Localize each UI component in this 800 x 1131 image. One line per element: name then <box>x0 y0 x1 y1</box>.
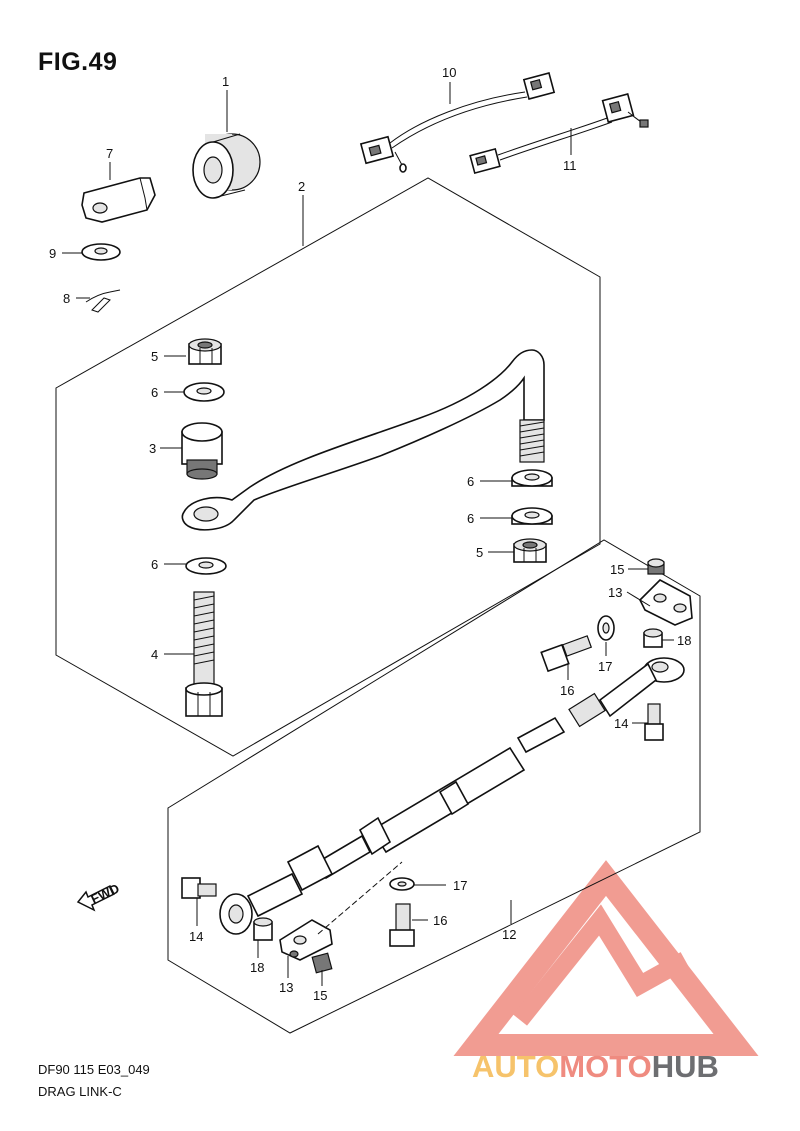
callout-10: 10 <box>442 65 456 80</box>
bushing-part <box>192 133 261 199</box>
watermark-text-hub: HUB <box>651 1049 719 1084</box>
bolt-16b-part <box>389 903 415 947</box>
callout-6d: 6 <box>151 557 158 572</box>
callout-9: 9 <box>49 246 56 261</box>
fwd-label: FWD <box>88 881 121 907</box>
callout-17a: 17 <box>598 659 612 674</box>
washer-6c-part <box>511 507 553 525</box>
callout-15b: 15 <box>313 988 327 1003</box>
callout-14a: 14 <box>614 716 628 731</box>
callout-16b: 16 <box>433 913 447 928</box>
callout-16a: 16 <box>560 683 574 698</box>
callout-11: 11 <box>563 158 577 173</box>
harness-10-part <box>359 71 556 173</box>
callout-6b: 6 <box>467 474 474 489</box>
nut-15b-part <box>311 952 333 974</box>
callout-12: 12 <box>502 927 516 942</box>
watermark-logo <box>453 860 759 1056</box>
washer-17a-part <box>597 615 615 641</box>
group-2-panel <box>55 177 601 757</box>
washer-17b-part <box>389 877 415 891</box>
drag-link-rod-part <box>181 349 545 531</box>
washer-6a-part <box>183 382 225 402</box>
washer-6b-part <box>511 469 553 487</box>
callout-14b: 14 <box>189 929 203 944</box>
bracket-part <box>81 177 156 223</box>
watermark-text-auto: AUTO <box>472 1049 560 1084</box>
callout-13b: 13 <box>279 980 293 995</box>
nut-5b-part <box>513 538 547 563</box>
collar-part <box>181 422 223 480</box>
callout-7: 7 <box>106 146 113 161</box>
callout-5b: 5 <box>476 545 483 560</box>
callout-17b: 17 <box>453 878 467 893</box>
figure-name: DRAG LINK-C <box>38 1084 122 1099</box>
cotter-pin-part <box>85 289 121 313</box>
harness-11-part <box>469 93 649 175</box>
bolt-14a-part <box>644 703 664 741</box>
bracket-13a-part <box>639 579 693 626</box>
bolt-16a-part <box>540 635 593 673</box>
callout-18b: 18 <box>250 960 264 975</box>
sleeve-18a-part <box>643 628 663 648</box>
figure-code: DF90 115 E03_049 <box>38 1062 150 1077</box>
callout-3: 3 <box>149 441 156 456</box>
callout-5a: 5 <box>151 349 158 364</box>
callout-8: 8 <box>63 291 70 306</box>
watermark-text: AUTOMOTOHUB <box>472 1049 719 1085</box>
bracket-13b-part <box>279 861 403 961</box>
callout-15a: 15 <box>610 562 624 577</box>
cable-assembly-part <box>219 657 685 935</box>
callout-18a: 18 <box>677 633 691 648</box>
washer-part <box>81 243 121 261</box>
callout-6a: 6 <box>151 385 158 400</box>
bolt-4-part <box>185 591 223 717</box>
nut-15a-part <box>647 558 665 575</box>
figure-title: FIG.49 <box>38 48 118 76</box>
callout-2: 2 <box>298 179 305 194</box>
callouts: 1 7 9 8 2 10 11 5 6 3 6 4 6 6 5 15 13 18… <box>49 65 691 1003</box>
callout-6c: 6 <box>467 511 474 526</box>
leader-lines <box>62 82 674 986</box>
group-12-panel <box>167 539 701 1034</box>
washer-6d-part <box>185 557 227 575</box>
nut-5a-part <box>188 338 222 365</box>
fwd-arrow-icon: FWD <box>76 881 122 912</box>
callout-1: 1 <box>222 74 229 89</box>
sleeve-18b-part <box>253 917 273 941</box>
bolt-14b-part <box>181 877 217 899</box>
watermark-text-moto: MOTO <box>559 1049 652 1084</box>
callout-4: 4 <box>151 647 158 662</box>
callout-13a: 13 <box>608 585 622 600</box>
